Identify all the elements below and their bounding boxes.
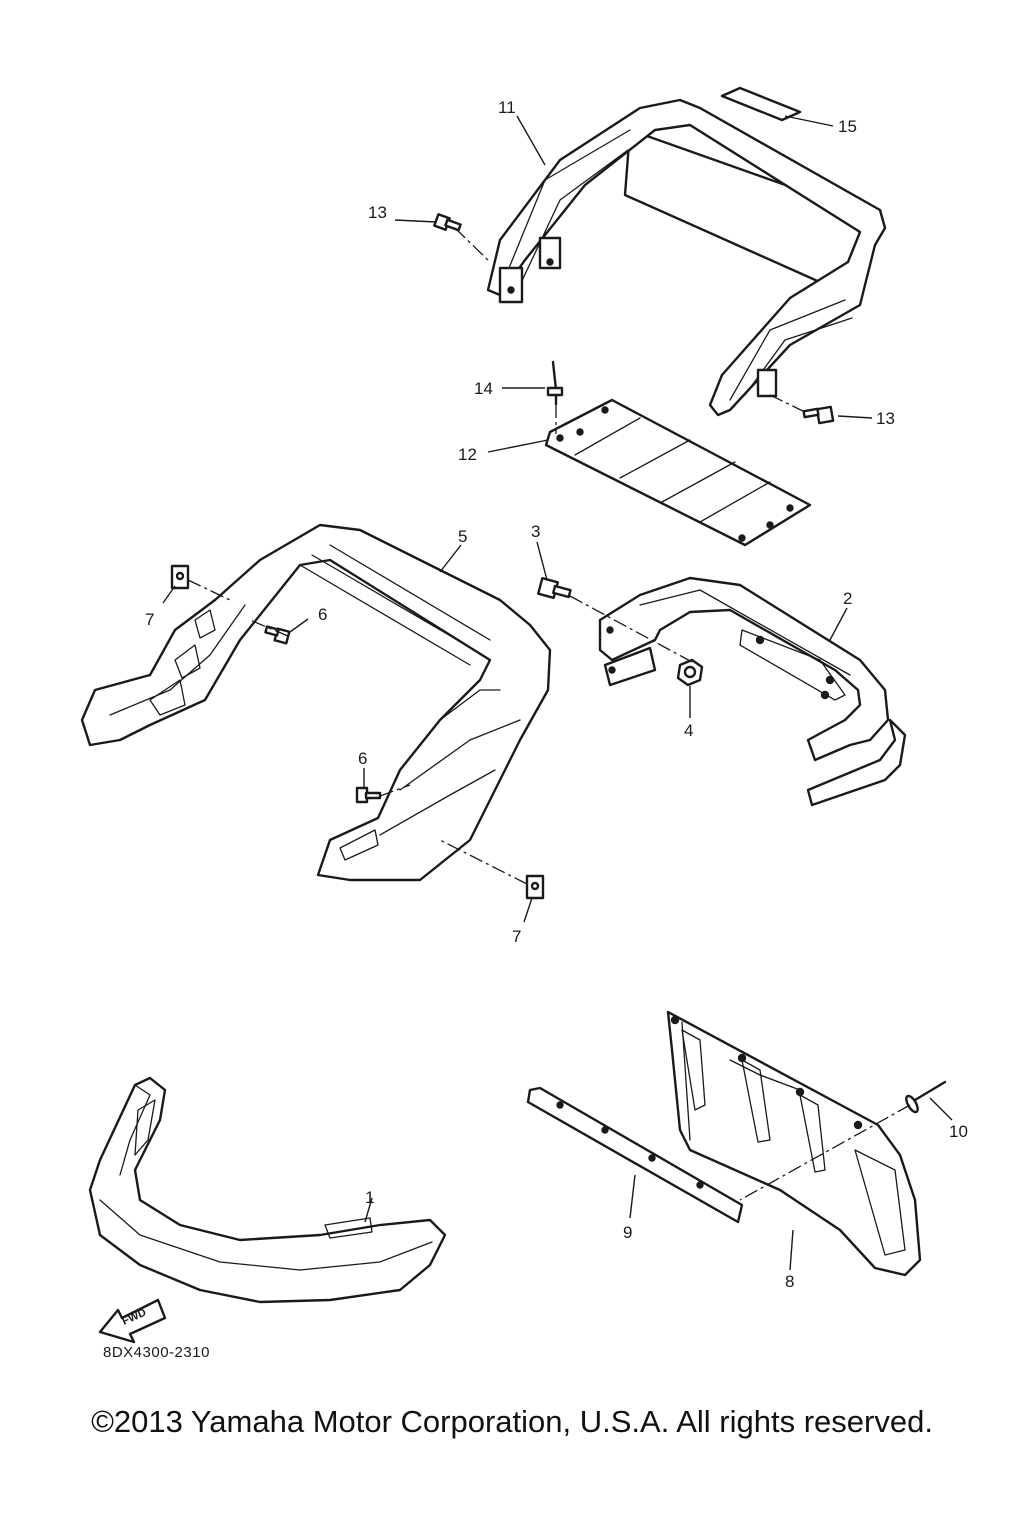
part-15-label[interactable] xyxy=(720,86,802,122)
callout-13-upper: 13 xyxy=(368,203,387,222)
part-13-bolt-lower[interactable] xyxy=(802,405,835,425)
callout-3: 3 xyxy=(531,522,540,541)
part-8-mud-flap[interactable] xyxy=(666,1010,922,1277)
callout-labels: 11 15 13 13 14 12 5 3 6 7 2 4 6 7 1 10 9… xyxy=(145,98,968,1291)
assembly-lines xyxy=(187,227,911,1201)
callout-1: 1 xyxy=(365,1188,374,1207)
callout-14: 14 xyxy=(474,379,493,398)
fwd-arrow-icon: FWD xyxy=(98,1298,167,1344)
callout-7-lower: 7 xyxy=(512,927,521,946)
callout-9: 9 xyxy=(623,1223,632,1242)
callout-12: 12 xyxy=(458,445,477,464)
callout-6-upper: 6 xyxy=(318,605,327,624)
part-2-bumper-bracket[interactable] xyxy=(598,576,907,807)
part-10-rivet[interactable] xyxy=(904,1080,947,1114)
callout-2: 2 xyxy=(843,589,852,608)
copyright-notice: ©2013 Yamaha Motor Corporation, U.S.A. A… xyxy=(91,1404,933,1439)
leader-lines xyxy=(162,115,953,1271)
callout-11: 11 xyxy=(498,98,516,117)
part-13-bolt-upper[interactable] xyxy=(433,213,462,232)
callout-5: 5 xyxy=(458,527,467,546)
part-12-floor-plate[interactable] xyxy=(544,398,812,547)
callout-6-lower: 6 xyxy=(358,749,367,768)
callout-13-lower: 13 xyxy=(876,409,895,428)
part-7-clip-lower[interactable] xyxy=(525,874,545,900)
part-11-rear-rack-frame[interactable] xyxy=(486,98,887,417)
callout-15: 15 xyxy=(838,117,857,136)
part-3-bolt[interactable] xyxy=(537,577,572,599)
part-1-front-bumper[interactable] xyxy=(88,1076,447,1304)
part-6-bolt-lower[interactable] xyxy=(355,786,382,804)
diagram-code: 8DX4300-2310 xyxy=(103,1344,210,1361)
part-14-rivet[interactable] xyxy=(546,360,564,406)
callout-10: 10 xyxy=(949,1122,968,1141)
callout-4: 4 xyxy=(684,721,693,740)
callout-7-upper: 7 xyxy=(145,610,154,629)
callout-8: 8 xyxy=(785,1272,794,1291)
part-5-side-frame[interactable] xyxy=(80,523,552,882)
part-4-nut[interactable] xyxy=(676,658,704,687)
part-9-strip[interactable] xyxy=(526,1086,744,1224)
part-7-clip-upper[interactable] xyxy=(170,564,190,590)
